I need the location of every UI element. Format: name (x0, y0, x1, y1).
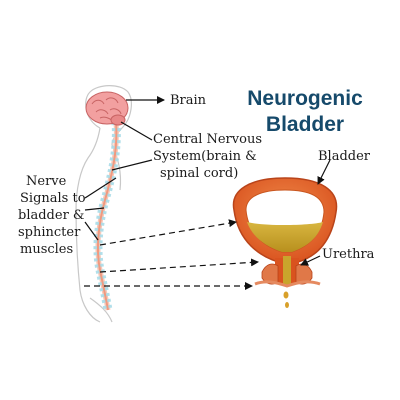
pointers (84, 96, 331, 290)
bladder-pointer-arrow (317, 159, 331, 185)
spinal-cord (93, 121, 121, 311)
label-brain: Brain (170, 93, 207, 108)
diagram-title-line1: Neurogenic (247, 87, 363, 110)
signal-arrow-to-sphincter (99, 258, 259, 273)
label-bladder: Bladder (318, 149, 371, 164)
cns-leader-cord (111, 159, 153, 171)
cns-leader-brain (120, 121, 153, 141)
label-cns-line3: spinal cord) (160, 166, 239, 181)
label-nerve-line4: sphincter (18, 225, 81, 240)
label-cns-line1: Central Nervous (153, 132, 262, 147)
bladder-illustration (232, 177, 338, 308)
nerve-leader-3 (84, 221, 99, 241)
label-nerve-line5: muscles (20, 242, 74, 257)
urethra-pointer-arrow (300, 255, 321, 266)
brain-illustration (85, 91, 129, 126)
nerve-leader-1 (84, 177, 117, 199)
label-nerve-line1: Nerve (26, 174, 67, 189)
label-cns-line2: System(brain & (153, 149, 257, 164)
label-nerve-line2: Signals to (20, 191, 86, 206)
nerve-leader-2 (84, 207, 105, 211)
label-nerve-line3: bladder & (18, 208, 85, 223)
diagram-title-line2: Bladder (265, 113, 345, 136)
signal-arrow-to-bladder (99, 219, 237, 246)
label-urethra: Urethra (322, 247, 375, 262)
